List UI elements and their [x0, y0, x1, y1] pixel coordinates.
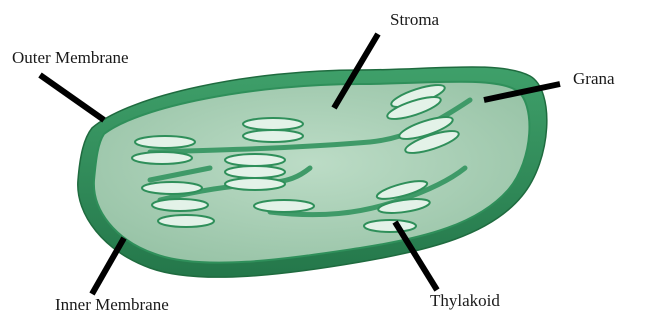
grana-stack-center	[225, 154, 285, 190]
label-inner-membrane: Inner Membrane	[55, 296, 169, 313]
thylakoid-disc	[225, 154, 285, 166]
thylakoid-disc	[225, 166, 285, 178]
label-grana: Grana	[573, 70, 615, 87]
label-outer-membrane: Outer Membrane	[12, 49, 129, 66]
grana-stack-bottom-center	[254, 200, 314, 212]
label-thylakoid: Thylakoid	[430, 292, 500, 309]
thylakoid-disc	[225, 178, 285, 190]
label-stroma: Stroma	[390, 11, 439, 28]
thylakoid-disc	[243, 130, 303, 142]
thylakoid-disc	[152, 199, 208, 211]
thylakoid-disc	[364, 220, 416, 232]
thylakoid-disc	[135, 136, 195, 148]
leader-line-inner-membrane	[92, 238, 124, 294]
thylakoid-disc	[132, 152, 192, 164]
thylakoid-disc	[158, 215, 214, 227]
thylakoid-disc	[142, 182, 202, 194]
thylakoid-disc	[243, 118, 303, 130]
leader-line-outer-membrane	[40, 75, 104, 120]
thylakoid-disc	[254, 200, 314, 212]
